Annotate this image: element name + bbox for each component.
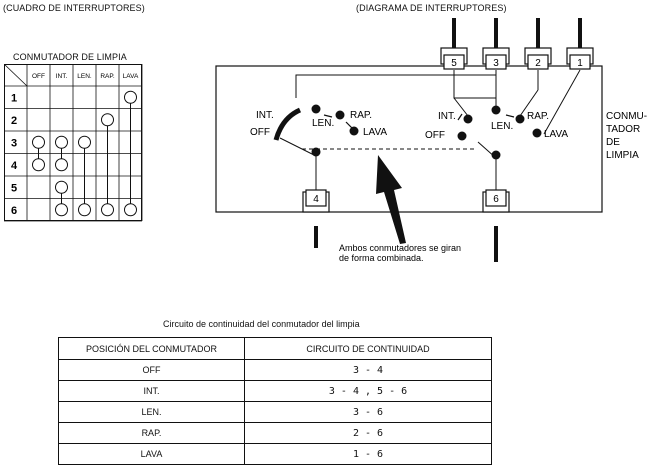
note-line: de forma combinada. xyxy=(339,253,424,262)
table-row: LAVA 1 - 6 xyxy=(58,443,492,465)
continuity-cell: 3 - 6 xyxy=(244,401,492,423)
column-header: CIRCUITO DE CONTINUIDAD xyxy=(244,337,492,360)
table-header-row: POSICIÓN DEL CONMUTADOR CIRCUITO DE CONT… xyxy=(58,337,492,360)
table-row: RAP. 2 - 6 xyxy=(58,422,492,444)
continuity-section: Circuito de continuidad del conmutador d… xyxy=(58,319,498,469)
table-row: LEN. 3 - 6 xyxy=(58,401,492,423)
connection-dot xyxy=(124,203,137,217)
grid-diagonal xyxy=(3,63,28,87)
heading-switch-diagram: (DIAGRAMA DE INTERRUPTORES) xyxy=(356,3,507,13)
grid-column-label: RAP. xyxy=(100,73,115,80)
left-lava-label: LAVA xyxy=(363,127,387,138)
terminal-label: 2 xyxy=(535,58,541,69)
left-off-label: OFF xyxy=(250,127,270,138)
switch-housing xyxy=(215,65,603,213)
grid-column-label: OFF xyxy=(32,73,45,80)
note-line: Ambos conmutadores se giran xyxy=(339,243,461,253)
switch-diagram-svg: 5 3 2 1 4 6 xyxy=(215,18,647,263)
left-int-label: INT. xyxy=(256,110,274,121)
internal-wiring xyxy=(279,69,581,190)
position-cell: LEN. xyxy=(58,401,245,423)
column-header: POSICIÓN DEL CONMUTADOR xyxy=(58,337,245,360)
connection-dot xyxy=(124,90,137,104)
grid-row-label: 4 xyxy=(11,160,18,172)
position-cell: OFF xyxy=(58,359,245,381)
contact-arrows xyxy=(323,113,515,129)
grid-row-label: 6 xyxy=(11,205,17,217)
grid-column-label: LEN. xyxy=(77,73,92,80)
connection-dot xyxy=(32,135,45,149)
left-switch-arc xyxy=(273,107,302,141)
connection-dot xyxy=(55,180,68,194)
continuity-cell: 2 - 6 xyxy=(244,422,492,444)
connection-dot xyxy=(78,135,91,149)
right-int-label: INT. xyxy=(438,111,456,122)
right-off-label: OFF xyxy=(425,130,445,141)
connection-dot xyxy=(101,203,114,217)
switch-diagram: 5 3 2 1 4 6 xyxy=(210,18,650,263)
grid-row-label: 1 xyxy=(11,92,17,104)
side-label-line: LIMPIA xyxy=(606,150,639,161)
continuity-table: POSICIÓN DEL CONMUTADOR CIRCUITO DE CONT… xyxy=(58,337,492,465)
terminal-label: 5 xyxy=(451,58,457,69)
connection-dot xyxy=(55,158,68,172)
continuity-cell: 1 - 6 xyxy=(244,443,492,465)
switch-chart-title: CONMUTADOR DE LIMPIA xyxy=(13,52,127,62)
grid-column-label: INT. xyxy=(56,73,68,80)
bottom-terminal-boxes xyxy=(302,189,510,213)
terminal-label: 4 xyxy=(313,194,319,205)
position-cell: LAVA xyxy=(58,443,245,465)
switch-chart-grid: OFF INT. LEN. RAP. LAVA 1 2 3 4 5 6 xyxy=(3,63,143,222)
side-label-line: TADOR xyxy=(606,124,640,135)
combined-rotation-arrow xyxy=(376,155,406,244)
position-cell: INT. xyxy=(58,380,245,402)
terminal-label: 6 xyxy=(493,194,499,205)
connection-dot xyxy=(78,203,91,217)
switch-chart: OFF INT. LEN. RAP. LAVA 1 2 3 4 5 6 xyxy=(3,63,162,222)
terminal-label: 1 xyxy=(577,58,583,69)
grid-row-label: 5 xyxy=(11,182,17,194)
continuity-table-title: Circuito de continuidad del conmutador d… xyxy=(163,319,360,329)
connection-dot xyxy=(55,135,68,149)
table-row: INT. 3 - 4 , 5 - 6 xyxy=(58,380,492,402)
heading-switch-chart: (CUADRO DE INTERRUPTORES) xyxy=(3,3,145,13)
continuity-cell: 3 - 4 xyxy=(244,359,492,381)
left-rap-label: RAP. xyxy=(350,110,372,121)
contacts xyxy=(311,104,542,160)
continuity-cell: 3 - 4 , 5 - 6 xyxy=(244,380,492,402)
grid-row-label: 2 xyxy=(11,115,17,127)
right-lava-label: LAVA xyxy=(544,129,568,140)
table-row: OFF 3 - 4 xyxy=(58,359,492,381)
terminal-label: 3 xyxy=(493,58,499,69)
position-cell: RAP. xyxy=(58,422,245,444)
top-terminal-boxes xyxy=(440,47,594,70)
grid-row-label: 3 xyxy=(11,137,17,149)
side-label-line: DE xyxy=(606,137,620,148)
connection-dot xyxy=(32,158,45,172)
side-label-line: CONMU- xyxy=(606,111,647,122)
left-len-label: LEN. xyxy=(312,118,334,129)
connection-dot xyxy=(55,203,68,217)
grid-column-label: LAVA xyxy=(123,73,139,80)
right-rap-label: RAP. xyxy=(527,111,549,122)
connection-dot xyxy=(101,113,114,127)
right-len-label: LEN. xyxy=(491,121,513,132)
